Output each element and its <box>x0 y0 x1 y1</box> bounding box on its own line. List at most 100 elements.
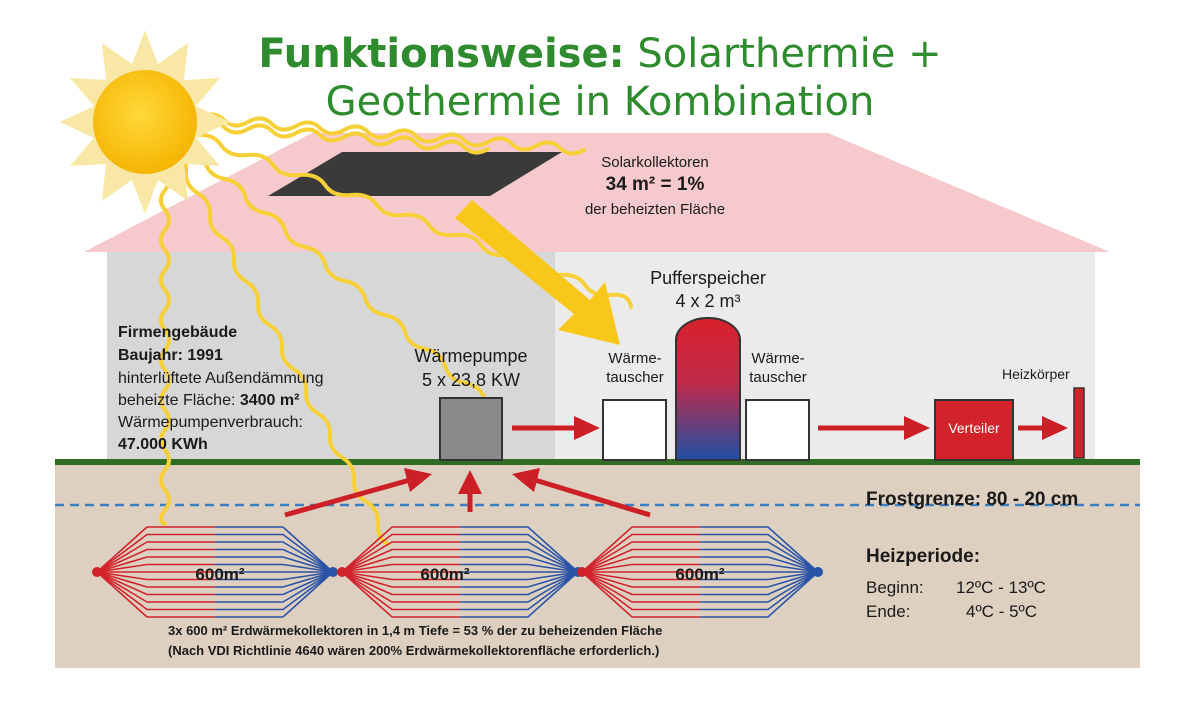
arrow-heatpump-to-exchanger <box>512 416 600 440</box>
collector-pipe-red <box>581 526 700 573</box>
collector-pipe-red <box>341 563 460 573</box>
collector-pipe-red <box>581 571 700 581</box>
collector-pipe-blue <box>215 533 334 573</box>
page-title-line2: Geothermie in Kombination <box>325 79 875 125</box>
collector-pipe-blue <box>460 556 579 573</box>
collector-pipe-blue <box>460 571 579 611</box>
buffer-spec: 4 x 2 m³ <box>675 291 741 311</box>
collector-pipe-red <box>341 571 460 603</box>
collector-pipe-red <box>581 571 700 588</box>
sun-ray-6 <box>198 112 586 156</box>
collector-loop-1 <box>92 526 338 618</box>
collector-pipe-blue <box>215 541 334 573</box>
exchanger-left-line1: Wärme- <box>608 350 662 367</box>
heating-period-begin-range: 12ºC - 13ºC <box>956 578 1046 597</box>
collector-inlet <box>92 567 102 577</box>
building-consumption: 47.000 KWh <box>118 436 208 453</box>
collector-pipe-red <box>341 556 460 573</box>
ground-collectors <box>92 526 823 618</box>
collector-pipe-blue <box>700 571 819 581</box>
collector-pipe-blue <box>700 571 819 618</box>
collector-pipe-blue <box>460 526 579 573</box>
collector-pipe-red <box>96 548 215 573</box>
collector-pipe-red <box>581 548 700 573</box>
collector-pipe-red <box>581 563 700 573</box>
solar-panel-right <box>372 152 562 196</box>
radiator-label: Heizkörper <box>1002 366 1070 382</box>
solar-value: 34 m² = 1% <box>605 174 705 195</box>
collector-pipe-red <box>581 556 700 573</box>
collector-pipe-red <box>96 571 215 618</box>
collector-pipe-red <box>341 571 460 588</box>
collector-pipe-red <box>96 556 215 573</box>
footer-line2: (Nach VDI Richtlinie 4640 wären 200% Erd… <box>168 643 660 658</box>
heat-pump-label: Wärmepumpe <box>414 346 528 366</box>
arrow-collector-left-up <box>284 468 432 518</box>
building-consumption-label: Wärmepumpenverbrauch: <box>118 414 303 431</box>
collector-pipe-blue <box>215 526 334 573</box>
collector-pipe-blue <box>460 533 579 573</box>
collector-pipe-blue <box>700 571 819 603</box>
collector-pipe-red <box>96 526 215 573</box>
collector-pipe-blue <box>215 556 334 573</box>
collector-pipe-blue <box>700 533 819 573</box>
collector-pipe-blue <box>460 571 579 603</box>
collector-pipe-red <box>96 541 215 573</box>
heat-pump-unit <box>439 397 503 461</box>
buffer-label: Pufferspeicher <box>650 268 766 288</box>
title-rest: Solarthermie + <box>637 31 942 77</box>
sun-ray-1 <box>159 148 171 526</box>
collector-pipe-blue <box>460 571 579 581</box>
collector-pipe-red <box>96 571 215 596</box>
heat-pump-spec: 5 x 23,8 KW <box>421 370 521 390</box>
collector-pipe-blue <box>215 571 334 603</box>
collector-pipe-blue <box>700 526 819 573</box>
collector-pipe-red <box>96 571 215 581</box>
arrow-distributor-to-radiator <box>1018 416 1068 440</box>
frost-label: Frostgrenze: 80 - 20 cm <box>866 489 1079 510</box>
collector-loop-2 <box>337 526 583 618</box>
collector-pipe-red <box>341 571 460 618</box>
collector-pipe-red <box>341 526 460 573</box>
collector-pipe-blue <box>460 571 579 588</box>
collector-pipe-red <box>96 571 215 588</box>
collector-pipe-blue <box>215 571 334 611</box>
collector-pipe-blue <box>460 563 579 573</box>
heat-exchanger-right-unit <box>745 399 810 461</box>
collector-pipe-blue <box>215 571 334 581</box>
arrow-collector-middle-up <box>458 470 482 512</box>
collector-pipe-blue <box>460 571 579 596</box>
footer-line1: 3x 600 m² Erdwärmekollektoren in 1,4 m T… <box>168 623 663 638</box>
collector-loop-3 <box>577 526 823 618</box>
collector-pipe-blue <box>700 541 819 573</box>
collector-pipe-blue <box>700 571 819 596</box>
heating-period-end-label: Ende: <box>866 602 911 621</box>
collector-pipe-red <box>341 571 460 611</box>
collector-pipe-blue <box>700 571 819 588</box>
collector-pipe-red <box>96 571 215 603</box>
collector-pipe-red <box>581 571 700 603</box>
collector-pipe-red <box>96 533 215 573</box>
building-year: Baujahr: 1991 <box>118 347 223 364</box>
collector-2-label: 600m² <box>420 565 470 584</box>
collector-inlet <box>337 567 347 577</box>
sun-ray-5 <box>198 119 490 155</box>
grass-line <box>55 459 1140 465</box>
radiator-unit <box>1073 387 1085 459</box>
buffer-tank <box>675 317 741 461</box>
exchanger-left-line2: tauscher <box>606 369 664 386</box>
collector-pipe-red <box>581 571 700 611</box>
heating-period-begin-label: Beginn: <box>866 578 924 597</box>
collector-pipe-blue <box>215 571 334 596</box>
heating-period-end-range: 4ºC - 5ºC <box>966 602 1038 621</box>
sun-ray-3 <box>183 143 501 420</box>
sun-ray-2 <box>173 148 390 546</box>
collector-pipe-blue <box>460 541 579 573</box>
collector-pipe-red <box>341 533 460 573</box>
solar-sub: der beheizten Fläche <box>584 201 726 218</box>
building-insulation: hinterlüftete Außendämmung <box>118 370 324 387</box>
title-bold: Funktionsweise: <box>258 31 625 77</box>
heating-period-heading: Heizperiode: <box>866 546 981 567</box>
